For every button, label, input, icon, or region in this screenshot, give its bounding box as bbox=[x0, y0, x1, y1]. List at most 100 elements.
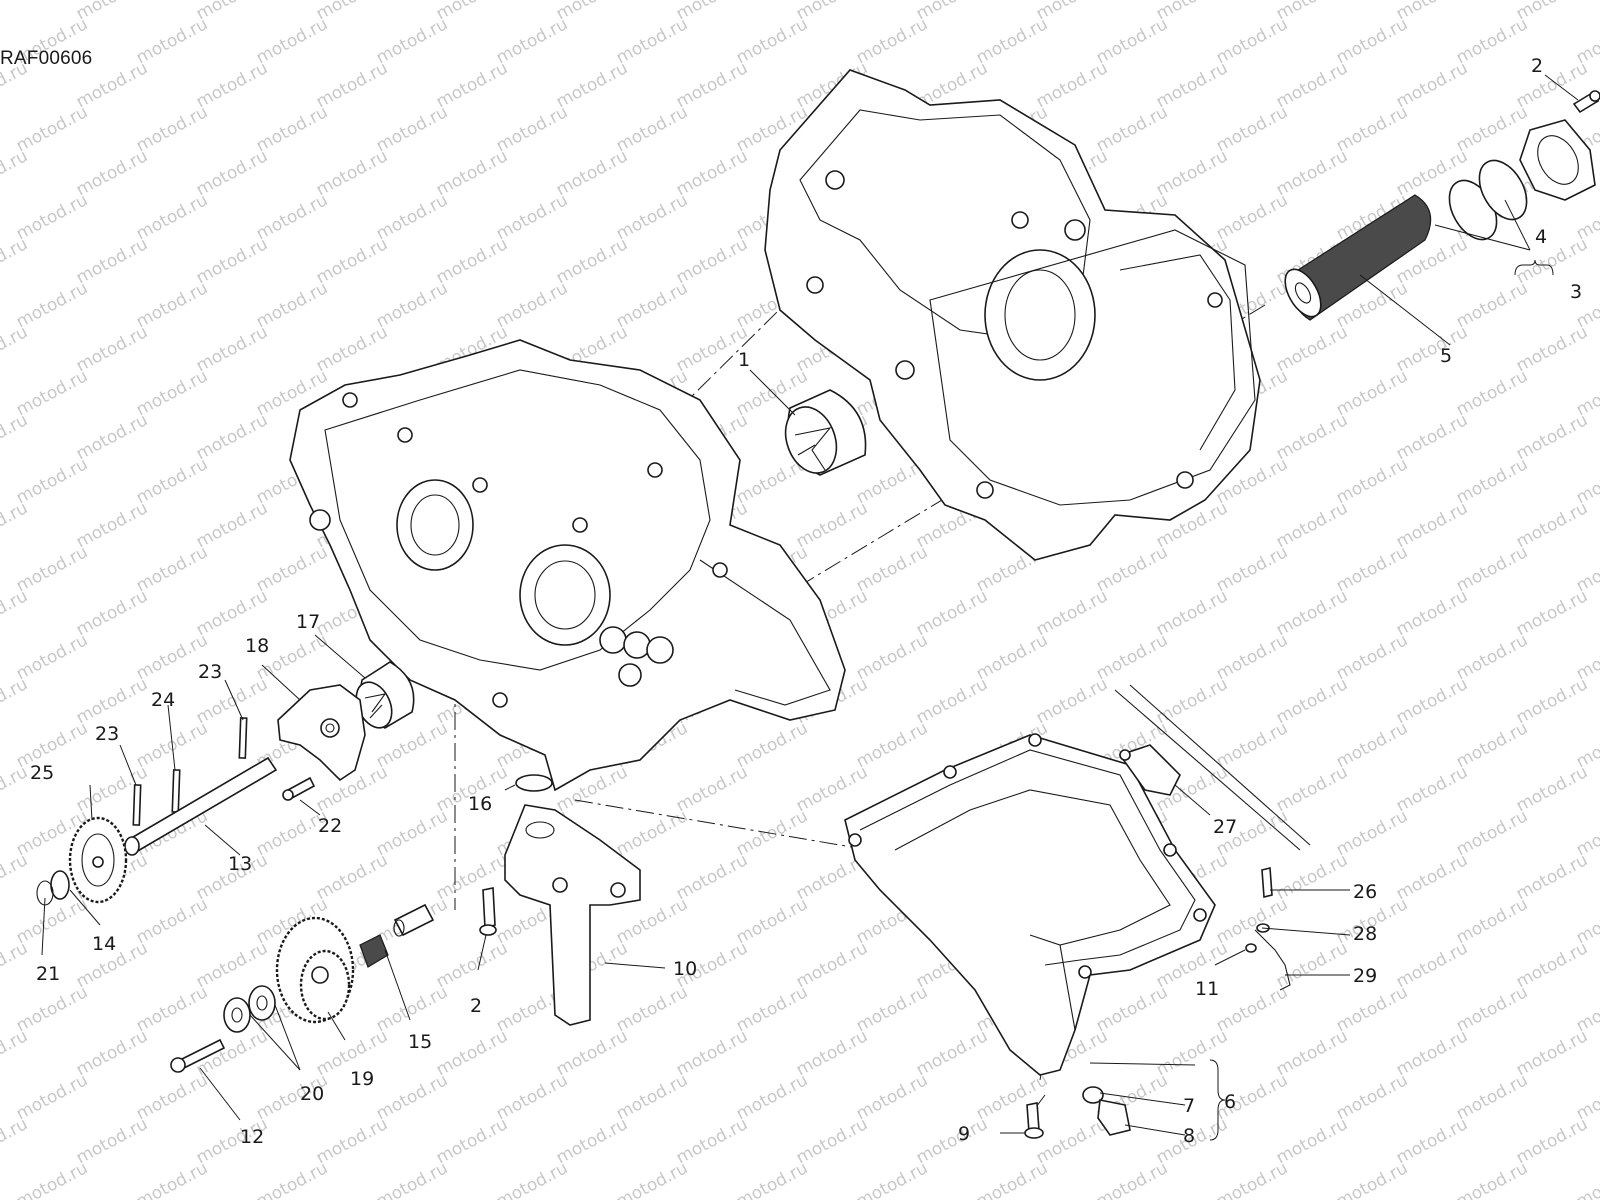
watermark-text: motod.ru bbox=[793, 762, 871, 816]
watermark-text: motod.ru bbox=[613, 806, 691, 860]
watermark-text: motod.ru bbox=[853, 718, 931, 772]
watermark-text: motod.ru bbox=[553, 146, 631, 200]
watermark-text: motod.ru bbox=[133, 14, 211, 68]
watermark-text: motod.ru bbox=[1273, 58, 1351, 112]
watermark-text: motod.ru bbox=[853, 630, 931, 684]
watermark-text: motod.ru bbox=[1033, 58, 1111, 112]
right-crankcase-half bbox=[764, 69, 1261, 561]
watermark-text: motod.ru bbox=[1453, 366, 1531, 420]
watermark-text: motod.ru bbox=[493, 278, 571, 332]
watermark-text: motod.ru bbox=[673, 762, 751, 816]
callout-28: 28 bbox=[1353, 923, 1377, 945]
watermark-text: motod.ru bbox=[73, 1026, 151, 1080]
callout-29: 29 bbox=[1353, 965, 1377, 987]
watermark-text: motod.ru bbox=[1453, 102, 1531, 156]
watermark-text: motod.ru bbox=[1033, 674, 1111, 728]
watermark-text: motod.ru bbox=[1333, 630, 1411, 684]
watermark-text: motod.ru bbox=[733, 894, 811, 948]
callout-1: 1 bbox=[738, 349, 750, 371]
watermark-text: motod.ru bbox=[1393, 322, 1471, 376]
watermark-text: motod.ru bbox=[73, 1114, 151, 1168]
watermark-text: motod.ru bbox=[73, 674, 151, 728]
watermark-text: motod.ru bbox=[793, 1026, 871, 1080]
watermark-text: motod.ru bbox=[1273, 322, 1351, 376]
callout-27: 27 bbox=[1213, 816, 1237, 838]
callout-leaders bbox=[41, 74, 1579, 1136]
watermark-text: motod.ru bbox=[373, 102, 451, 156]
oil-pickup-part-10 bbox=[479, 804, 641, 1026]
sensor-parts-11-26-28-29 bbox=[1245, 866, 1291, 991]
watermark-text: motod.ru bbox=[1213, 1158, 1291, 1200]
callout-20: 20 bbox=[300, 1083, 324, 1105]
watermark-text: motod.ru bbox=[1273, 146, 1351, 200]
watermark-text: motod.ru bbox=[133, 982, 211, 1036]
circlips-part-14-21 bbox=[36, 870, 70, 906]
watermark-text: motod.ru bbox=[613, 1070, 691, 1124]
watermark-text: motod.ru bbox=[1093, 630, 1171, 684]
watermark-text: motod.ru bbox=[433, 234, 511, 288]
pump-rotor-part-17 bbox=[355, 661, 415, 729]
watermark-text: motod.ru bbox=[1093, 982, 1171, 1036]
watermark-text: motod.ru bbox=[673, 58, 751, 112]
watermark-text: motod.ru bbox=[253, 542, 331, 596]
watermark-text: motod.ru bbox=[1513, 674, 1591, 728]
watermark-text: motod.ru bbox=[733, 982, 811, 1036]
watermark-text: motod.ru bbox=[1273, 1114, 1351, 1168]
watermark-text: motod.ru bbox=[1273, 762, 1351, 816]
watermark-text: motod.ru bbox=[1333, 14, 1411, 68]
watermark-text: motod.ru bbox=[73, 146, 151, 200]
watermark-text: motod.ru bbox=[73, 234, 151, 288]
watermark-text: motod.ru bbox=[193, 322, 271, 376]
watermark-text: motod.ru bbox=[433, 1114, 511, 1168]
watermark-text: motod.ru bbox=[1213, 982, 1291, 1036]
screw-part-9 bbox=[1024, 1102, 1044, 1139]
callout-17: 17 bbox=[296, 611, 320, 633]
watermark-text: motod.ru bbox=[13, 894, 91, 948]
watermark-text: motod.ru bbox=[253, 278, 331, 332]
watermark-text: motod.ru bbox=[13, 102, 91, 156]
watermark-text: motod.ru bbox=[13, 190, 91, 244]
watermark-text: motod.ru bbox=[373, 278, 451, 332]
watermark-text: motod.ru bbox=[1513, 322, 1591, 376]
watermark-text: motod.ru bbox=[1513, 938, 1591, 992]
watermark-text: motod.ru bbox=[1453, 542, 1531, 596]
watermark-text: motod.ru bbox=[853, 1070, 931, 1124]
watermark-text: motod.ru bbox=[913, 1026, 991, 1080]
bush-part-15 bbox=[359, 903, 435, 968]
watermark-text: motod.ru bbox=[133, 366, 211, 420]
watermark-text: motod.ru bbox=[253, 190, 331, 244]
drain-plug-parts-6-7-8 bbox=[1082, 1086, 1131, 1136]
callout-12: 12 bbox=[240, 1126, 264, 1148]
watermark-text: motod.ru bbox=[1453, 454, 1531, 508]
watermark-text: motod.ru bbox=[0, 322, 31, 376]
watermark-text: motod.ru bbox=[13, 454, 91, 508]
callout-18: 18 bbox=[245, 635, 269, 657]
watermark-text: motod.ru bbox=[13, 542, 91, 596]
watermark-text: motod.ru bbox=[0, 938, 31, 992]
watermark-text: motod.ru bbox=[1213, 102, 1291, 156]
watermark-text: motod.ru bbox=[313, 322, 391, 376]
watermark-text: motod.ru bbox=[553, 1114, 631, 1168]
watermark-text: motod.ru bbox=[133, 190, 211, 244]
watermark-text: motod.ru bbox=[313, 1114, 391, 1168]
watermark-text: motod.ru bbox=[1513, 498, 1591, 552]
watermark-text: motod.ru bbox=[1333, 542, 1411, 596]
watermark-text: motod.ru bbox=[613, 102, 691, 156]
pump-cover-part-18 bbox=[277, 684, 366, 801]
watermark-text: motod.ru bbox=[793, 1114, 871, 1168]
callout-2-bottom: 2 bbox=[470, 995, 482, 1017]
watermark-text: motod.ru bbox=[1273, 1026, 1351, 1080]
watermark-text: motod.ru bbox=[0, 674, 31, 728]
watermark-text: motod.ru bbox=[1513, 586, 1591, 640]
watermark-text: motod.ru bbox=[973, 14, 1051, 68]
watermark-text: motod.ru bbox=[0, 498, 31, 552]
callout-24: 24 bbox=[151, 689, 175, 711]
watermark-text: motod.ru bbox=[673, 1114, 751, 1168]
watermark-text: motod.ru bbox=[493, 190, 571, 244]
watermark-text: motod.ru bbox=[253, 1158, 331, 1200]
watermark-text: motod.ru bbox=[73, 498, 151, 552]
watermark-text: motod.ru bbox=[1273, 674, 1351, 728]
watermark-text: motod.ru bbox=[853, 14, 931, 68]
callout-26: 26 bbox=[1353, 881, 1377, 903]
